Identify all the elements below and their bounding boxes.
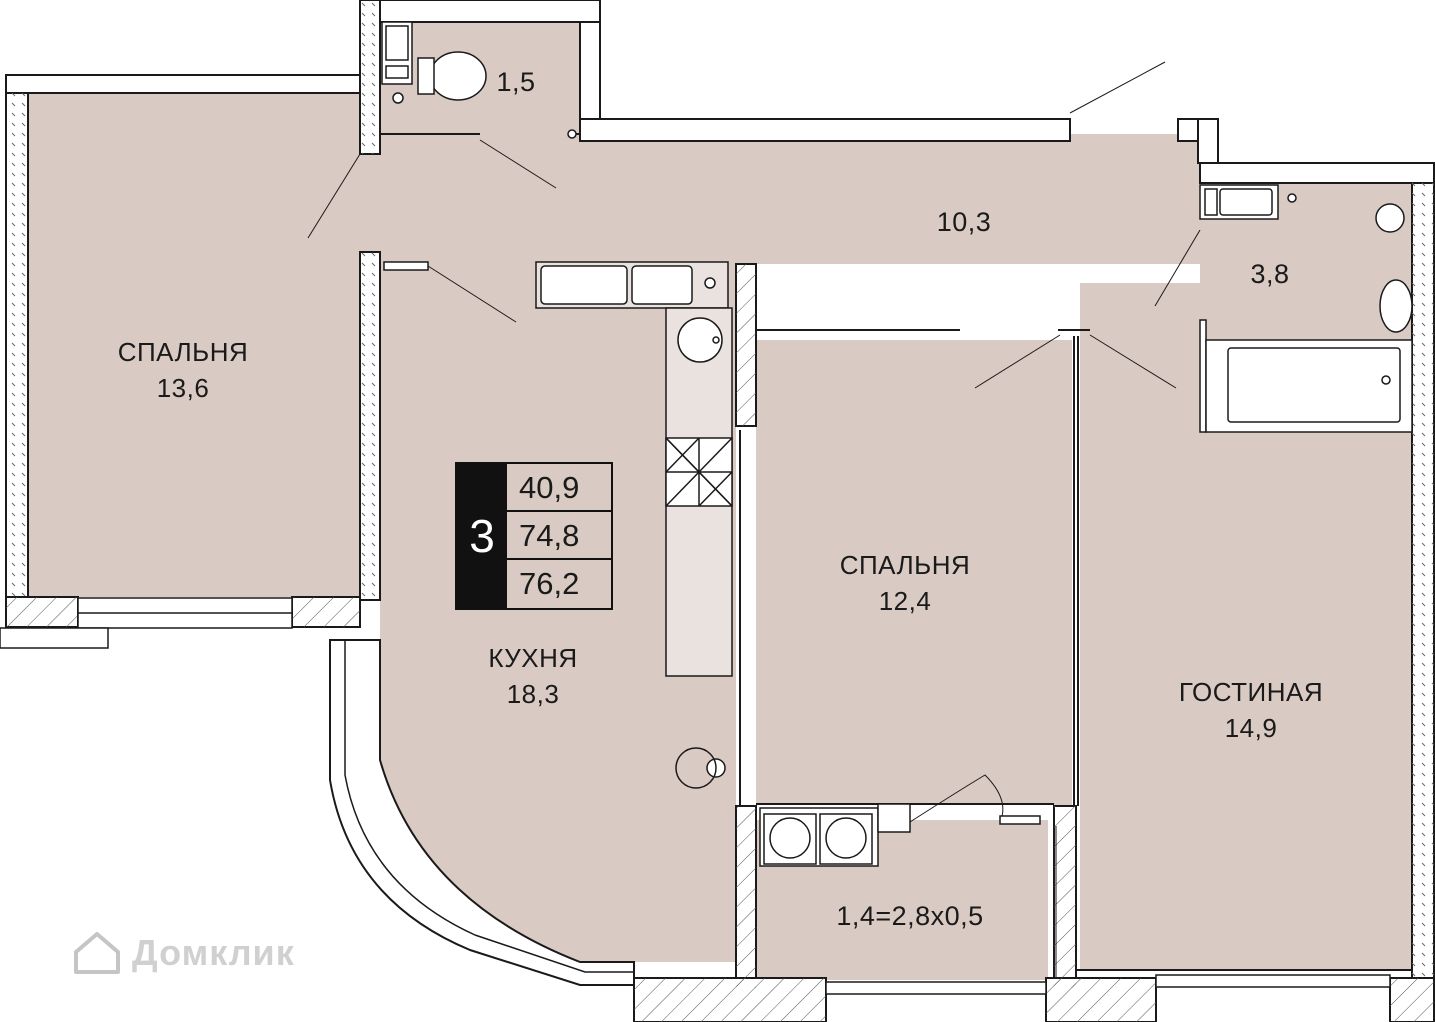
room-label-wc: 1,5 <box>494 64 538 100</box>
total-area-with-balcony: 76,2 <box>519 566 580 601</box>
room-area: 13,6 <box>156 373 210 403</box>
room-area: 1,4=2,8x0,5 <box>836 901 984 931</box>
laundry-fixtures <box>759 803 1041 867</box>
room-area: 10,3 <box>936 207 992 237</box>
door-swings <box>307 61 1201 823</box>
room-name: ГОСТИНАЯ <box>1178 677 1324 707</box>
room-name: СПАЛЬНЯ <box>839 550 971 580</box>
apartment-summary: 3 40,9 74,8 76,2 <box>455 462 613 610</box>
windows <box>0 597 1391 995</box>
bathroom-fixtures <box>1199 184 1413 433</box>
room-label-bedroom-left: СПАЛЬНЯ 13,6 <box>90 334 276 406</box>
kitchen-fixtures <box>383 261 733 789</box>
watermark-text: Домклик <box>132 932 295 973</box>
total-area: 74,8 <box>507 512 613 560</box>
room-name: КУХНЯ <box>488 643 578 673</box>
room-area: 1,5 <box>496 67 536 97</box>
wc-fixtures <box>381 21 577 139</box>
house-logo-icon <box>74 932 120 974</box>
room-area: 14,9 <box>1224 713 1278 743</box>
room-area: 12,4 <box>878 586 932 616</box>
room-label-balcony: 1,4=2,8x0,5 <box>812 898 1008 934</box>
room-label-bathroom: 3,8 <box>1234 256 1306 292</box>
room-label-bedroom-center: СПАЛЬНЯ 12,4 <box>815 547 995 619</box>
room-area: 3,8 <box>1250 259 1290 289</box>
room-label-kitchen: КУХНЯ 18,3 <box>470 640 596 712</box>
watermark: Домклик <box>72 930 295 976</box>
living-area: 40,9 <box>507 464 613 512</box>
room-label-hall: 10,3 <box>922 204 1006 240</box>
room-area: 18,3 <box>506 679 560 709</box>
rooms-count: 3 <box>457 464 507 608</box>
room-name: СПАЛЬНЯ <box>117 337 249 367</box>
wall-cross-hatching <box>6 264 1434 1022</box>
wall-hatching <box>6 0 1434 978</box>
bay-wall <box>329 639 635 986</box>
room-label-living: ГОСТИНАЯ 14,9 <box>1156 674 1346 746</box>
